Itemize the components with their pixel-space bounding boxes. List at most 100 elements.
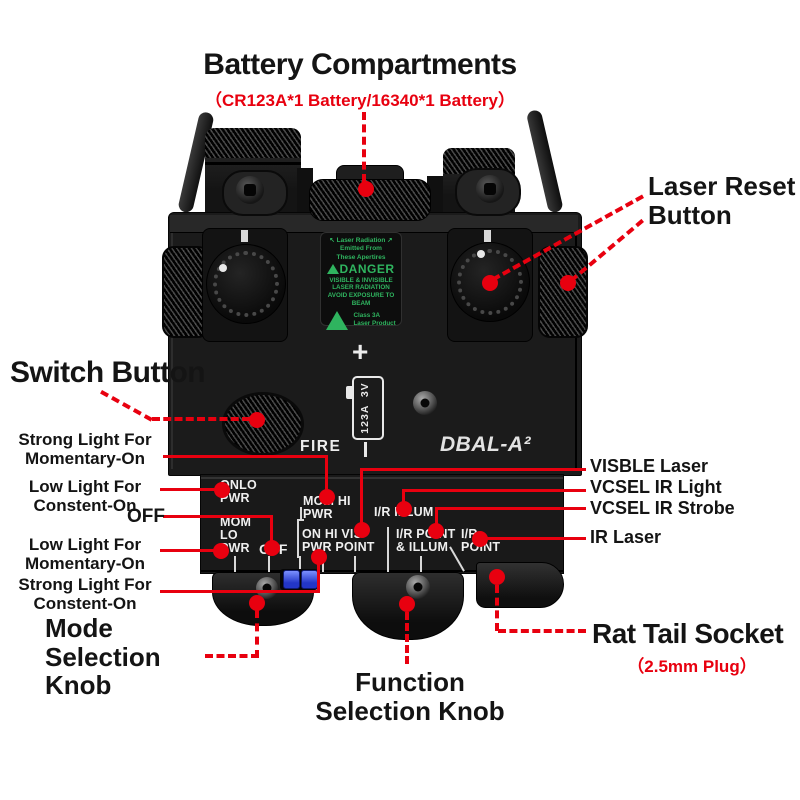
panel-bracket-hook: [297, 519, 304, 521]
right-clamp-lever: [525, 108, 564, 214]
laser-reset-side-button: [538, 246, 588, 338]
panel-tick: [354, 556, 356, 572]
rat-tail-title: Rat Tail Socket: [592, 618, 784, 649]
battery-title: Battery Compartments: [203, 48, 517, 81]
battery-subtitle: （CR123A*1 Battery/16340*1 Battery）: [205, 91, 515, 110]
dot-mom-lo: [213, 543, 229, 559]
function-knob-screw: [406, 575, 430, 599]
left-knob-index-mark: [241, 230, 248, 242]
panel-bracket-small: [300, 507, 302, 519]
connector-left-5v: [317, 557, 320, 593]
panel-tick: [387, 556, 389, 572]
laser-aperture-icon: [326, 310, 349, 330]
dot-ir-strobe: [428, 523, 444, 539]
windage-knob: [206, 244, 286, 324]
danger-text: DANGER: [339, 262, 395, 277]
connector-left-3: [163, 515, 273, 518]
dot-visible-laser: [354, 522, 370, 538]
connector-right-4: [484, 537, 586, 540]
battery-cell-text: 123A 3V: [359, 382, 371, 434]
panel-tick: [322, 556, 324, 572]
label-low-momentary: Low Light For Momentary-On: [25, 535, 145, 574]
dot-laser-reset-side: [560, 275, 576, 291]
panel-ir-point-illum: I/R POINT & ILLUM: [396, 527, 455, 555]
connector-left-1v: [325, 455, 328, 495]
panel-tick: [420, 556, 422, 572]
connector-right-1v: [360, 468, 363, 526]
warning-danger-row: DANGER: [321, 263, 401, 276]
rat-tail-subtitle: （2.5mm Plug）: [627, 657, 757, 676]
program-switch-key-left: [283, 570, 300, 589]
fire-marking: FIRE: [300, 438, 342, 455]
lens-cap-ring: [205, 162, 301, 165]
dot-on-hi: [311, 549, 327, 565]
connector-rattail-h: [498, 629, 586, 633]
dot-rattail: [489, 569, 505, 585]
connector-mode-v: [255, 610, 259, 658]
connector-function-v: [405, 612, 409, 664]
connector-right-2: [402, 489, 586, 492]
warning-class-text: Class 3A Laser Product: [353, 312, 396, 328]
minus-marking: [364, 442, 367, 457]
right-post: [427, 176, 443, 216]
lens-cap-knurl: [205, 128, 301, 158]
connector-left-5: [160, 590, 320, 593]
left-clamp-bolt: [236, 176, 264, 204]
mode-knob-label: Mode Selection Knob: [45, 613, 161, 701]
dot-mode-knob: [249, 595, 265, 611]
label-low-constant: Low Light For Constent-On: [28, 477, 142, 516]
dot-function-knob: [399, 596, 415, 612]
right-knob-index-mark: [484, 230, 491, 242]
battery-symbol-terminal: [346, 386, 352, 399]
connector-left-1: [163, 455, 328, 458]
panel-tick: [268, 556, 270, 572]
danger-triangle-icon: [327, 264, 340, 275]
center-screw: [413, 391, 437, 415]
dot-mom-hi: [319, 489, 335, 505]
panel-bracket: [297, 519, 299, 558]
mode-knob-screw: [256, 577, 278, 599]
dot-ir-laser: [472, 531, 488, 547]
panel-on-hi-vis: ON HI VIS PWR POINT: [302, 527, 375, 555]
connector-battery: [362, 112, 366, 182]
warning-body-text: VISIBLE & INVISIBLE LASER RADIATION AVOI…: [327, 276, 395, 308]
connector-switch-2: [152, 417, 250, 421]
dot-ir-light: [396, 501, 412, 517]
right-knob-dot: [477, 250, 485, 258]
rat-tail-socket: [476, 562, 564, 608]
right-clamp-bolt: [476, 175, 504, 203]
connector-right-2v: [402, 489, 405, 505]
model-marking: DBAL-A²: [440, 433, 531, 456]
dot-on-lo: [214, 482, 230, 498]
connector-mode-h: [205, 654, 259, 658]
label-strong-momentary: Strong Light For Momentary-On: [18, 430, 152, 469]
label-vcsel-ir-light: VCSEL IR Light: [590, 477, 722, 497]
left-knob-dot: [219, 264, 227, 272]
battery-symbol: 123A 3V: [346, 376, 384, 440]
connector-switch-1: [100, 390, 153, 422]
label-strong-constant: Strong Light For Constent-On: [18, 575, 152, 614]
connector-right-1: [360, 468, 586, 471]
label-vcsel-ir-strobe: VCSEL IR Strobe: [590, 498, 735, 518]
connector-right-3v: [435, 507, 438, 525]
connector-left-4: [160, 549, 220, 552]
dot-switch: [249, 412, 265, 428]
switch-button-label: Switch Button: [10, 356, 206, 389]
laser-warning-label: ↖ Laser Radiation ↗ Emitted From These A…: [320, 232, 402, 330]
connector-left-3v: [270, 515, 273, 545]
dot-off: [264, 540, 280, 556]
program-switch-key-right: [301, 570, 318, 589]
connector-rattail-v: [495, 585, 499, 631]
warning-top-text: ↖ Laser Radiation ↗ Emitted From These A…: [329, 237, 393, 261]
panel-separator: [387, 527, 389, 557]
panel-tick: [234, 556, 236, 572]
connector-left-2: [160, 488, 222, 491]
left-side-button: [162, 246, 210, 338]
dot-laser-reset-knob: [482, 275, 498, 291]
laser-reset-label: Laser Reset Button: [648, 171, 796, 230]
plus-marking: +: [352, 336, 369, 367]
label-off: OFF: [127, 506, 165, 527]
function-knob-label: Function Selection Knob: [315, 667, 505, 726]
dot-battery: [358, 181, 374, 197]
